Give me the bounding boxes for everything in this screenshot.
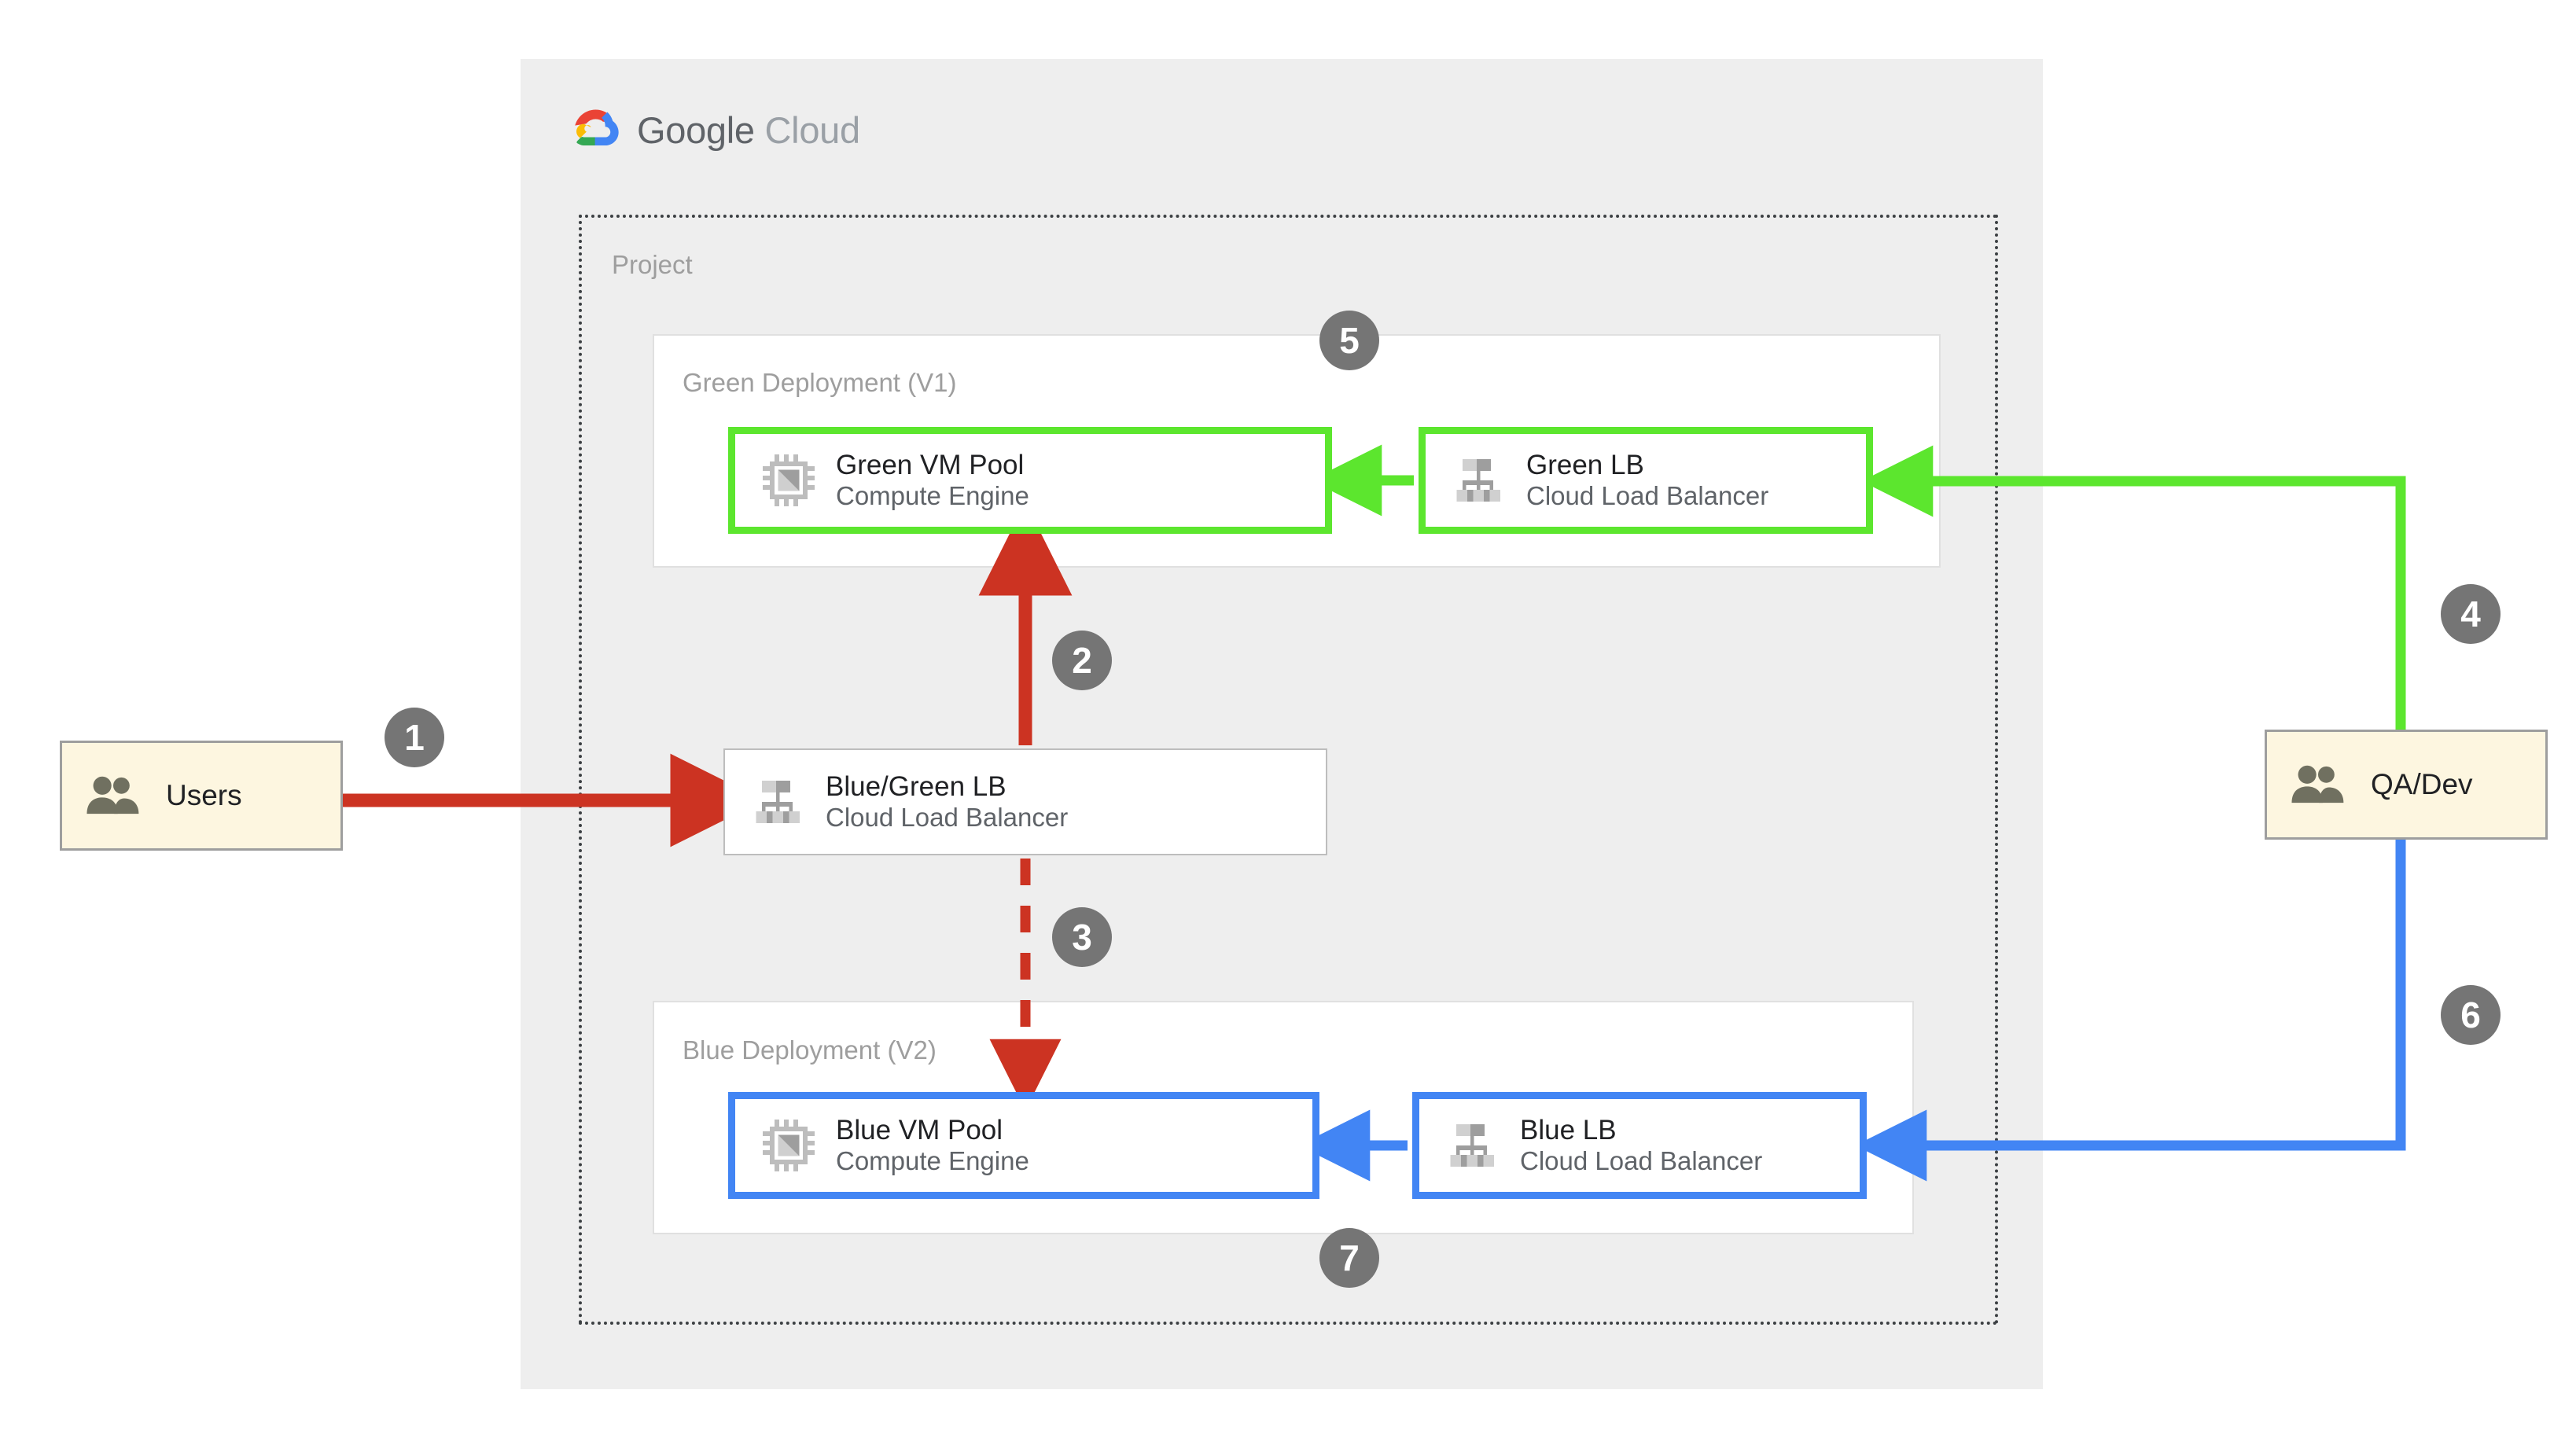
node-title: Green VM Pool — [836, 449, 1025, 480]
node-title: Green LB — [1526, 449, 1644, 480]
node-subtitle: Cloud Load Balancer — [1526, 481, 1769, 511]
users-icon — [86, 776, 139, 814]
node-title: Blue LB — [1520, 1114, 1617, 1145]
step-badge-6: 6 — [2441, 985, 2501, 1045]
step-badge-3: 3 — [1052, 907, 1112, 967]
node-subtitle: Compute Engine — [836, 481, 1029, 511]
node-blue-lb[interactable]: Blue LB Cloud Load Balancer — [1412, 1092, 1867, 1199]
green-deployment-label: Green Deployment (V1) — [683, 368, 957, 397]
node-blue-vm-pool[interactable]: Blue VM Pool Compute Engine — [728, 1092, 1319, 1199]
node-green-vm-pool[interactable]: Green VM Pool Compute Engine — [728, 427, 1332, 534]
node-title: Blue VM Pool — [836, 1114, 1003, 1145]
actor-label: QA/Dev — [2371, 768, 2473, 800]
google-cloud-wordmark: Google Cloud — [637, 112, 860, 149]
node-green-lb[interactable]: Green LB Cloud Load Balancer — [1419, 427, 1873, 534]
actor-users[interactable]: Users — [60, 741, 343, 851]
node-subtitle: Cloud Load Balancer — [826, 803, 1069, 833]
node-blue-green-lb[interactable]: Blue/Green LB Cloud Load Balancer — [723, 748, 1327, 855]
actor-label: Users — [166, 779, 242, 811]
users-icon — [2291, 765, 2344, 803]
node-subtitle: Cloud Load Balancer — [1520, 1146, 1763, 1176]
step-badge-2: 2 — [1052, 631, 1112, 690]
compute-engine-icon — [763, 454, 815, 506]
cloud-load-balancer-icon — [1456, 459, 1500, 502]
brand-cloud: Cloud — [764, 108, 861, 151]
brand-google: Google — [637, 108, 755, 151]
step-badge-7: 7 — [1319, 1228, 1379, 1288]
step-badge-5: 5 — [1319, 311, 1379, 370]
compute-engine-icon — [763, 1120, 815, 1171]
node-title: Blue/Green LB — [826, 770, 1006, 802]
project-label: Project — [612, 250, 693, 279]
step-badge-1: 1 — [385, 708, 444, 767]
cloud-load-balancer-icon — [1450, 1124, 1494, 1167]
node-subtitle: Compute Engine — [836, 1146, 1029, 1176]
google-cloud-logo-icon — [575, 109, 619, 146]
google-cloud-brand: Google Cloud — [574, 107, 860, 153]
cloud-load-balancer-icon — [756, 781, 800, 823]
step-badge-4: 4 — [2441, 584, 2501, 644]
actor-qa-dev[interactable]: QA/Dev — [2265, 730, 2548, 840]
blue-deployment-label: Blue Deployment (V2) — [683, 1035, 937, 1064]
project-boundary — [579, 215, 1998, 1325]
